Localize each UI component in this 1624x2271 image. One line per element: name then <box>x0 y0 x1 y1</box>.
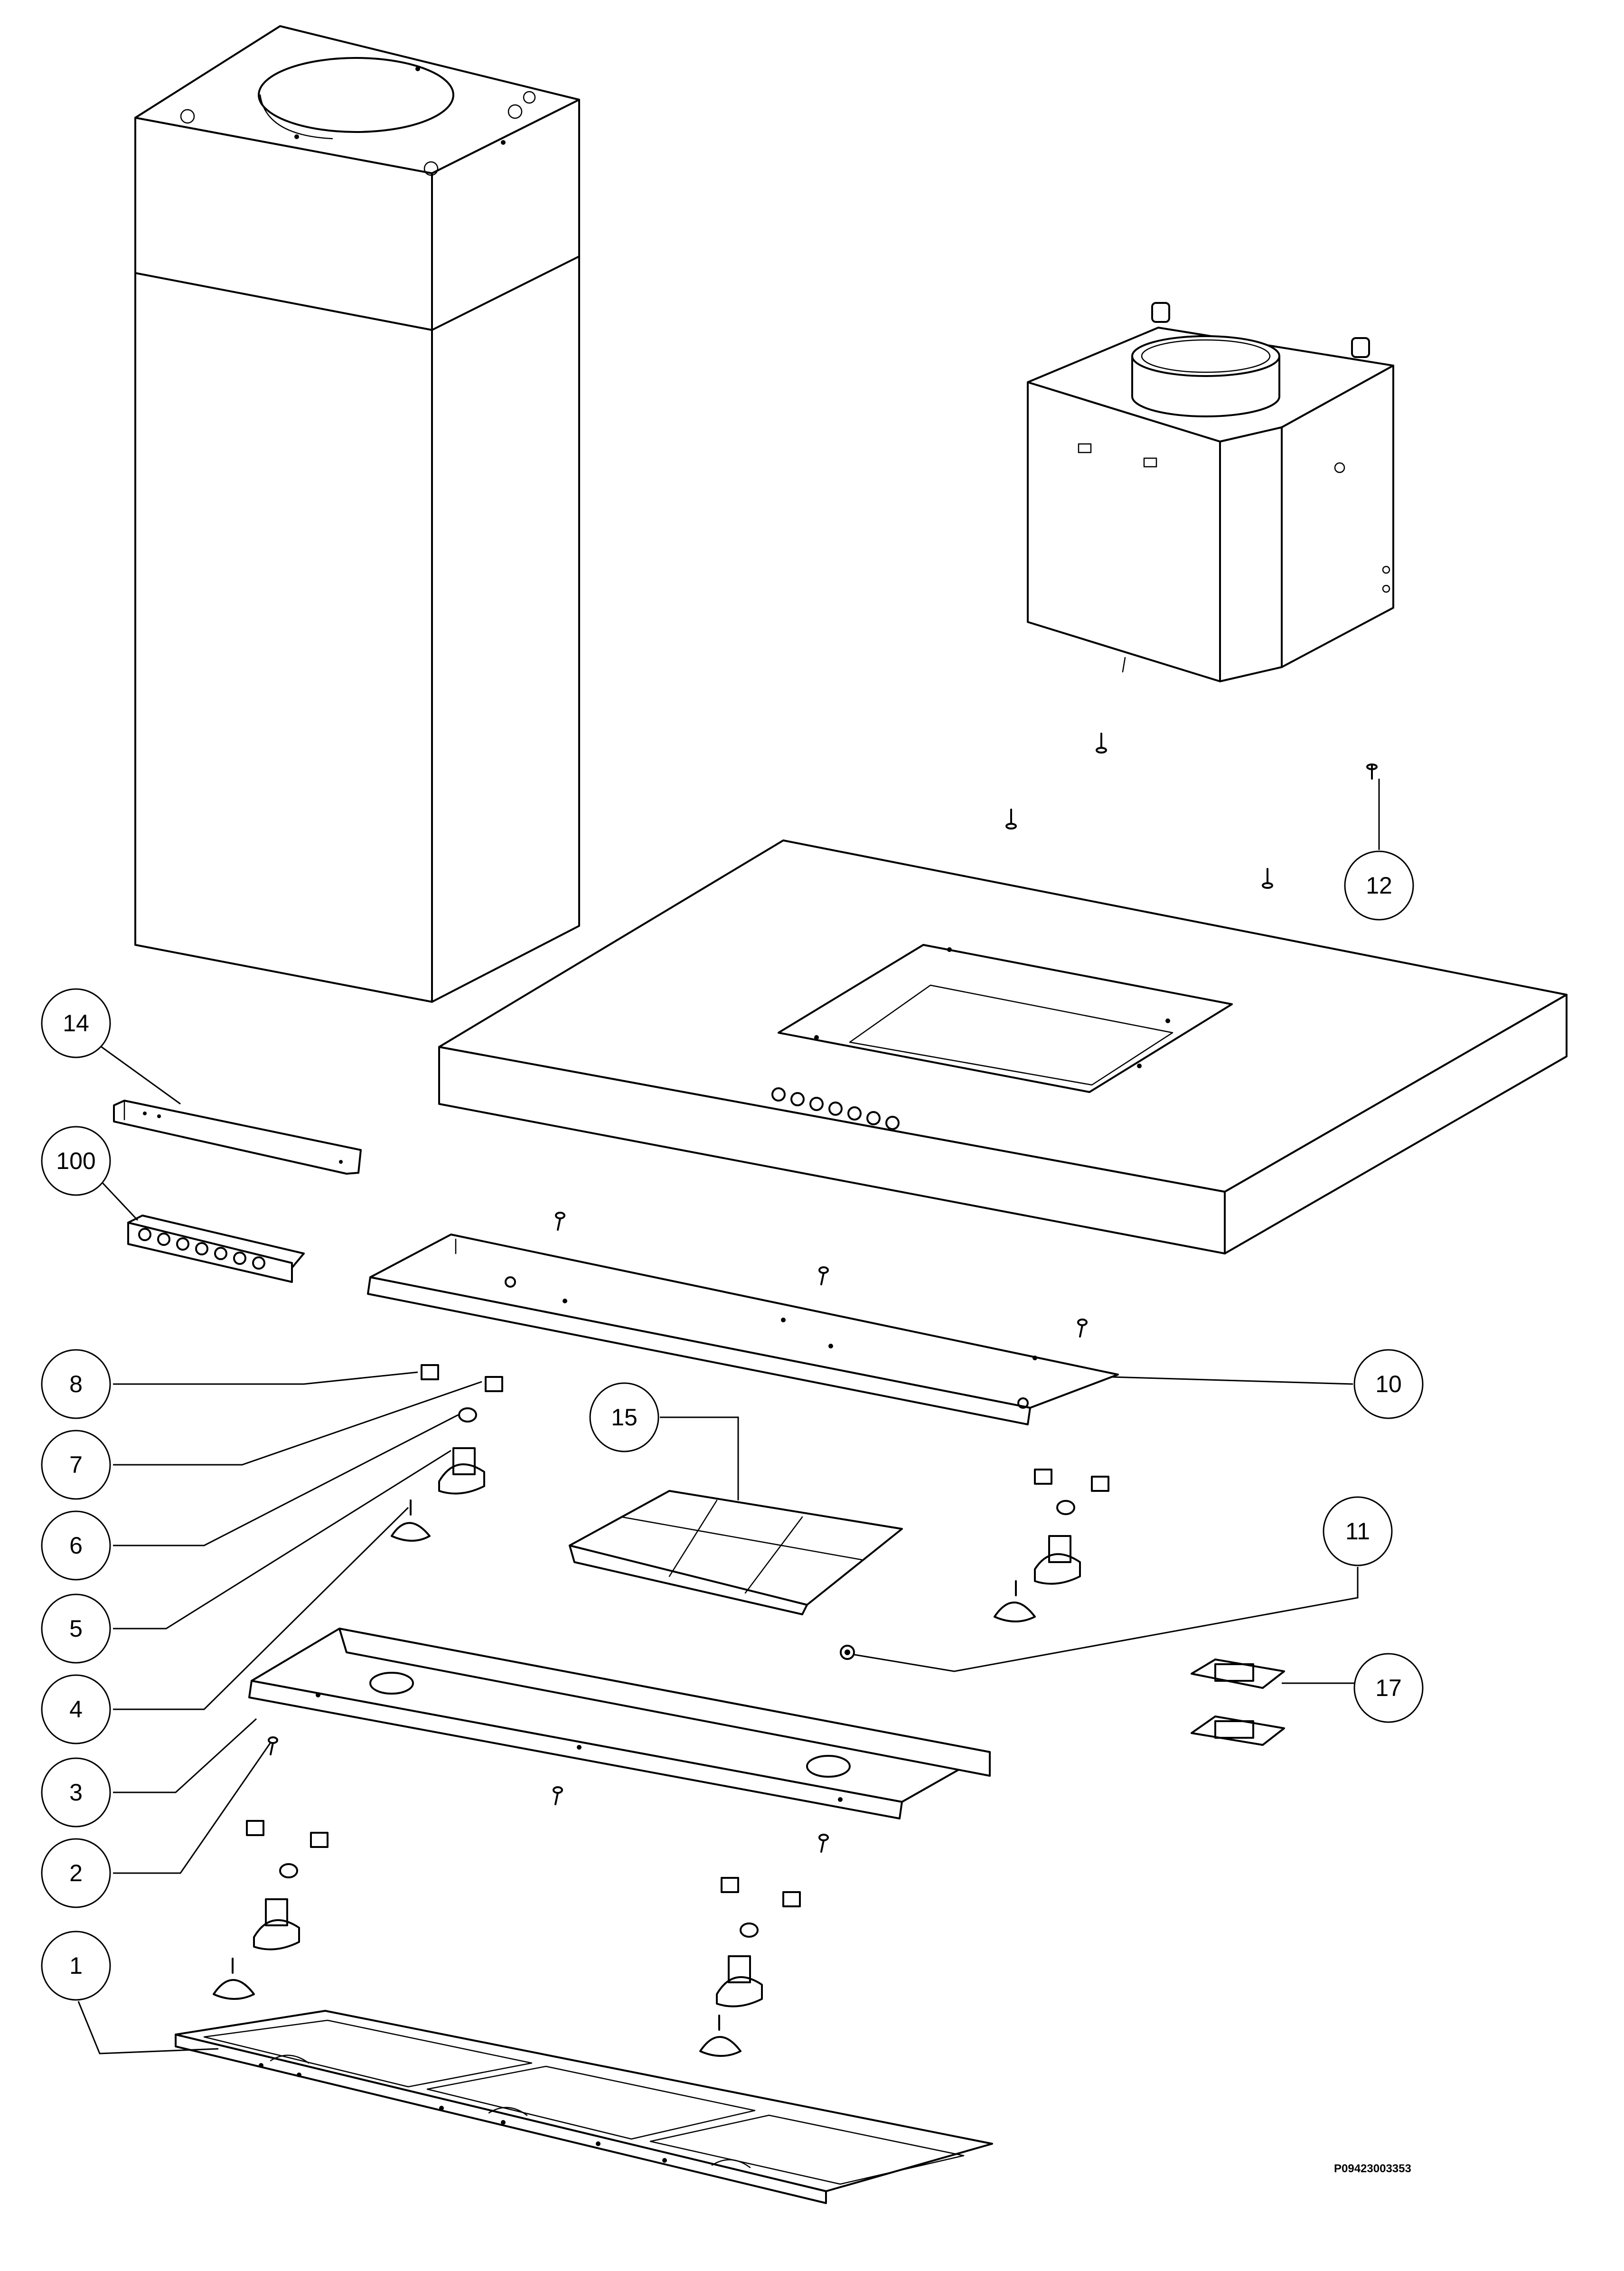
callout-17: 17 <box>1353 1653 1424 1723</box>
rear-channel <box>248 1628 991 1819</box>
callout-14: 14 <box>41 988 111 1058</box>
svg-text:8: 8 <box>69 1371 83 1397</box>
callout-6: 6 <box>41 1510 111 1581</box>
callout-15: 15 <box>589 1382 659 1452</box>
svg-text:3: 3 <box>69 1779 83 1806</box>
svg-text:5: 5 <box>69 1615 83 1642</box>
callout-12: 12 <box>1344 850 1414 921</box>
callout-2: 2 <box>41 1838 111 1908</box>
svg-text:10: 10 <box>1375 1371 1402 1397</box>
grease-filter-frame <box>175 2010 993 2204</box>
svg-text:2: 2 <box>69 1860 83 1886</box>
callout-5: 5 <box>41 1593 111 1664</box>
svg-text:4: 4 <box>69 1696 83 1723</box>
svg-text:100: 100 <box>56 1148 95 1174</box>
callout-8: 8 <box>41 1349 111 1419</box>
callout-4: 4 <box>41 1674 111 1744</box>
svg-text:11: 11 <box>1345 1518 1370 1545</box>
lamp-set-d <box>699 1877 801 2057</box>
motor-unit <box>1027 302 1394 682</box>
callout-100: 100 <box>41 1126 111 1196</box>
callout-bubbles: 14 100 8 7 6 5 4 3 <box>41 850 1424 2001</box>
svg-text:17: 17 <box>1375 1675 1402 1701</box>
svg-text:7: 7 <box>69 1451 83 1478</box>
control-buttons <box>771 1087 900 1130</box>
lamp-set-b <box>994 1469 1109 1622</box>
svg-text:15: 15 <box>611 1404 638 1431</box>
bracket <box>113 1100 362 1175</box>
callout-1: 1 <box>41 1931 111 2001</box>
channel-screws <box>268 1212 1088 1853</box>
leader-lines <box>77 779 1380 2054</box>
callout-3: 3 <box>41 1757 111 1828</box>
svg-text:6: 6 <box>69 1532 83 1559</box>
lamp-set-c <box>213 1820 329 2000</box>
svg-text:1: 1 <box>69 1952 83 1979</box>
svg-text:12: 12 <box>1366 872 1392 899</box>
svg-text:14: 14 <box>63 1010 89 1037</box>
carbon-filter <box>569 1490 903 1615</box>
callout-10: 10 <box>1353 1349 1424 1419</box>
chimney-cover <box>134 25 580 1003</box>
front-channel <box>367 1234 1119 1425</box>
motor-screws <box>1005 733 1378 889</box>
control-module <box>127 1215 305 1283</box>
filter-clips <box>1191 1658 1285 1746</box>
callout-11: 11 <box>1323 1496 1393 1566</box>
hood-canopy <box>438 839 1568 1254</box>
callout-7: 7 <box>41 1430 111 1500</box>
drawing-code: P09423003353 <box>1334 2162 1411 2175</box>
lamp-set-a <box>391 1364 503 1542</box>
